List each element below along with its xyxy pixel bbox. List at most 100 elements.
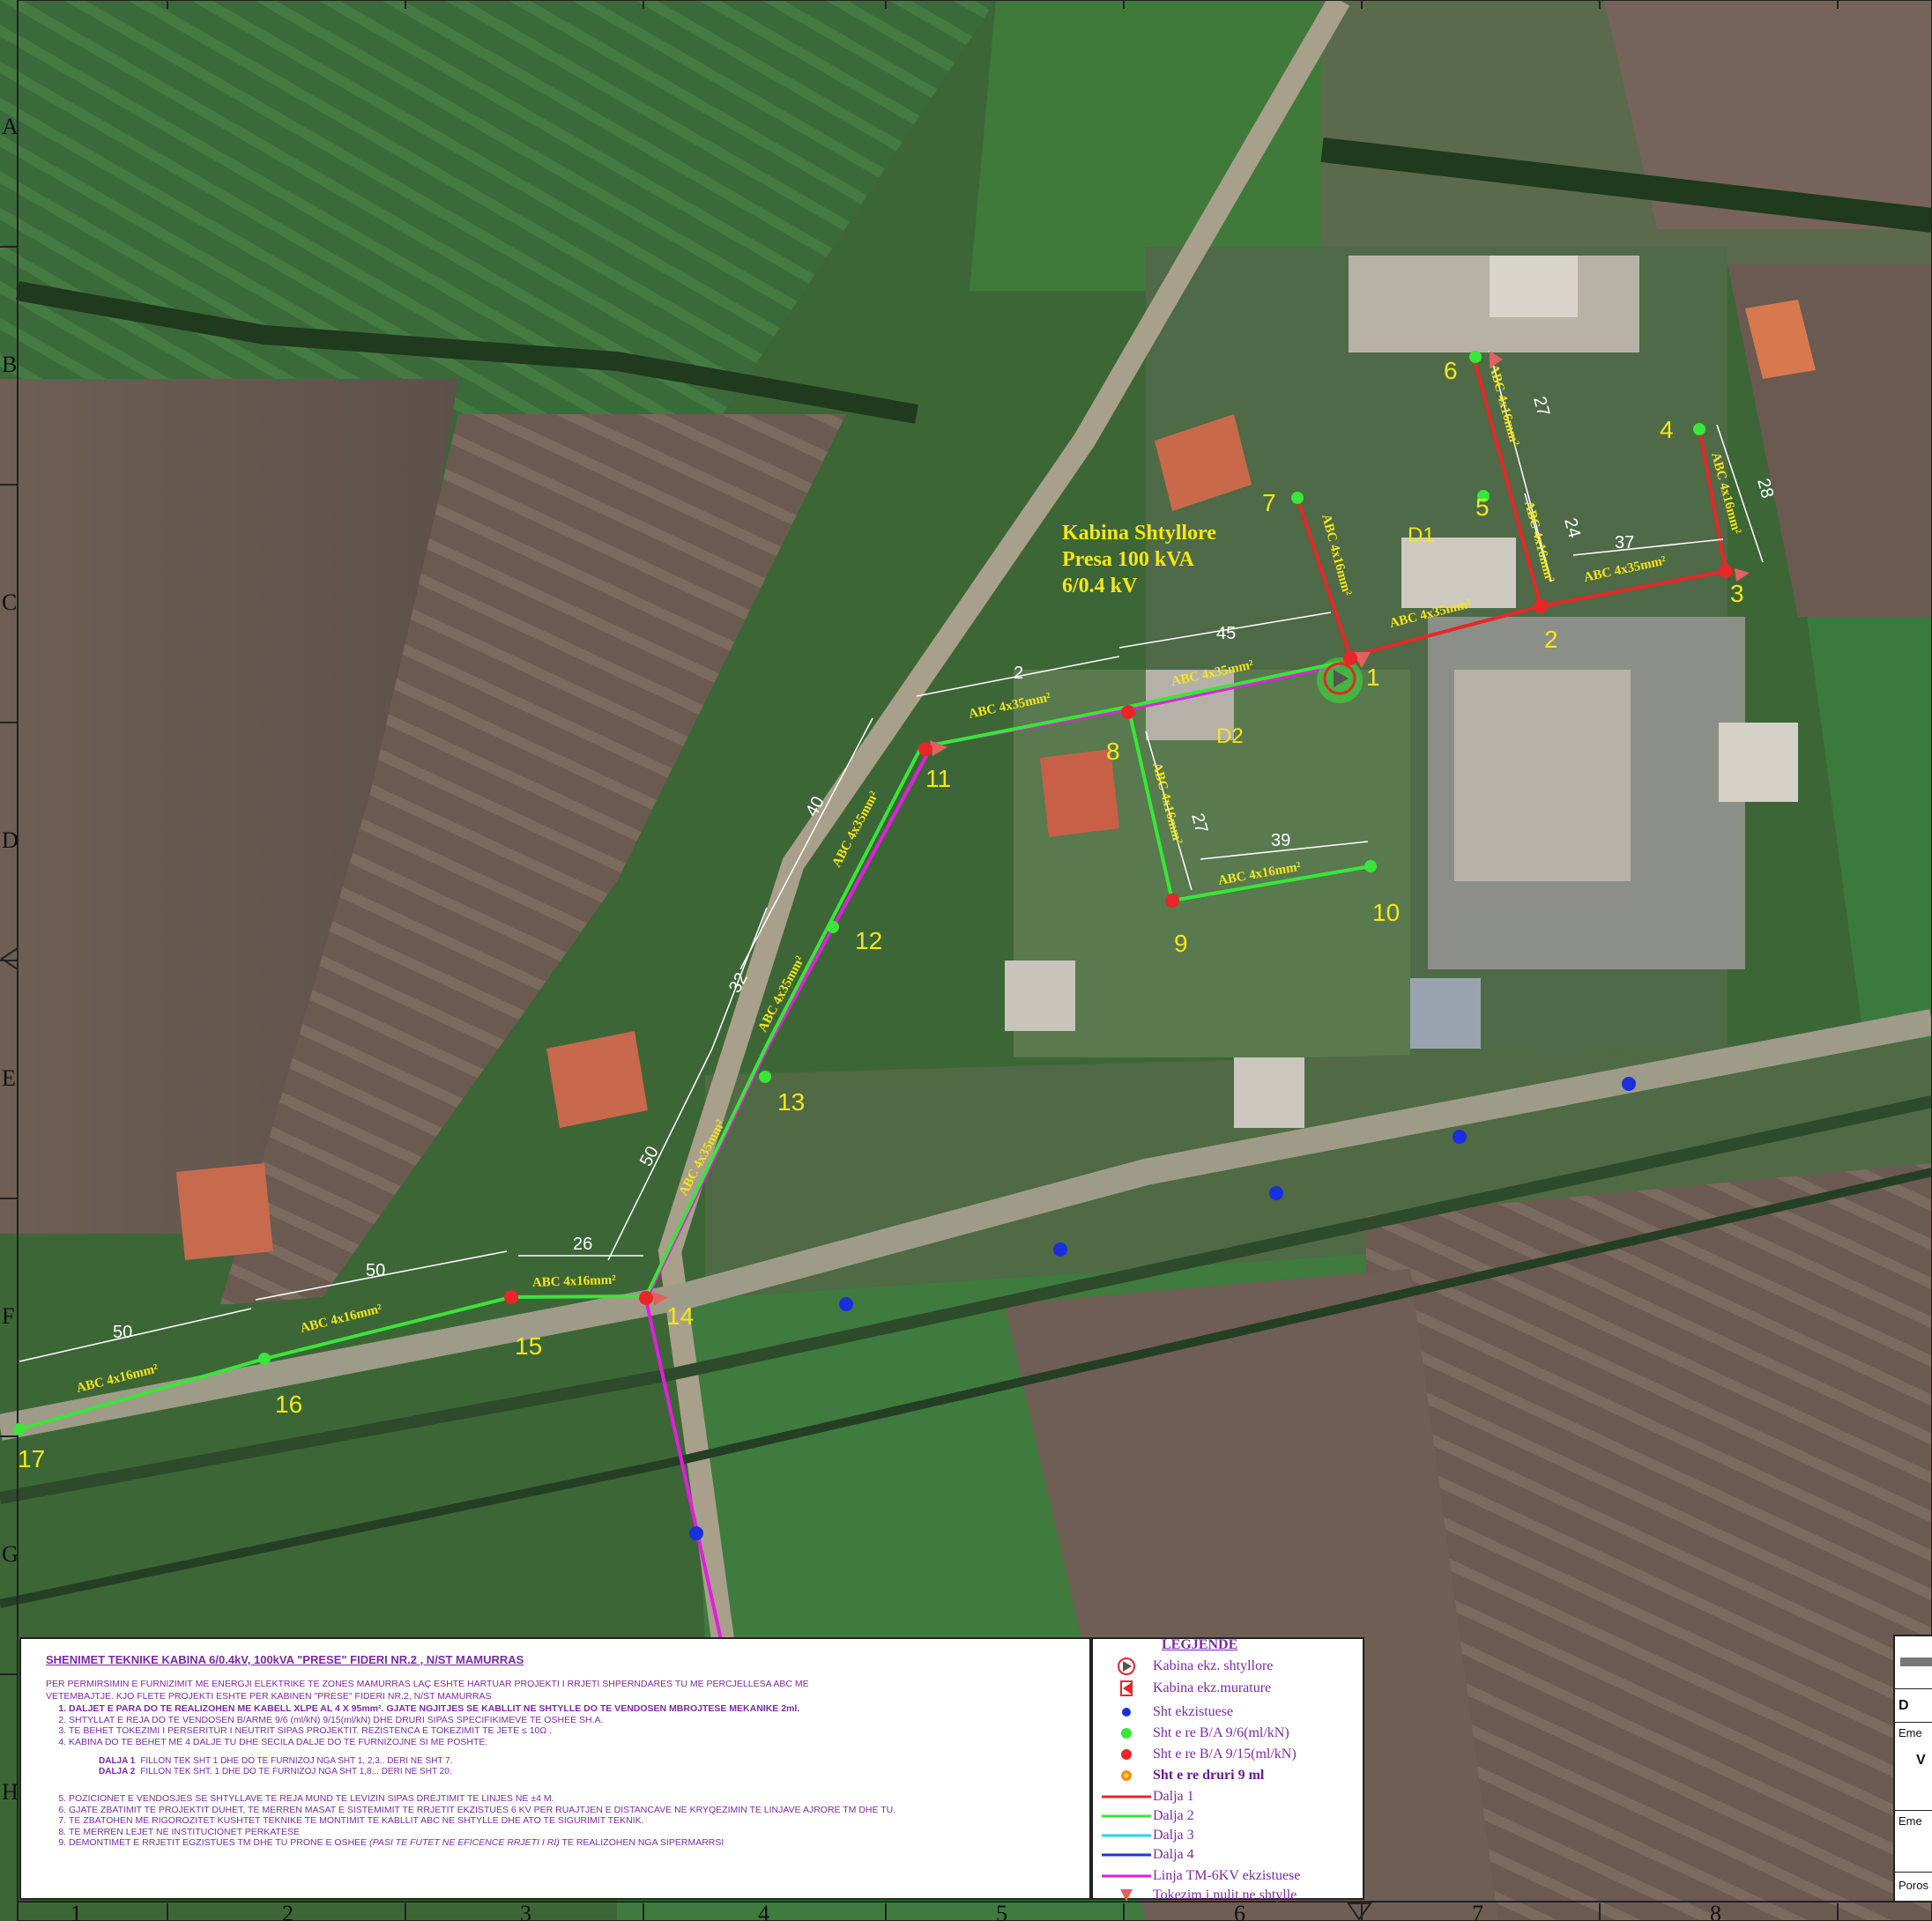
column-label: 7 — [1472, 1901, 1483, 1921]
notes-intro: PER PERMIRSIMIN E FURNIZIMIT ME ENERGJI … — [46, 1679, 809, 1689]
dalja-4-line-icon — [1100, 1845, 1153, 1865]
distance-label: 50 — [366, 1261, 385, 1280]
pole-number: 16 — [275, 1391, 302, 1418]
column-label: 8 — [1710, 1901, 1721, 1921]
distance-label: 26 — [573, 1235, 592, 1254]
pole-numbers: 1 2 3 4 5 6 7 8 9 10 11 12 13 14 15 16 1… — [18, 357, 1744, 1472]
notes-item: TE BEHET TOKEZIMI I PERSERITUR I NEUTRIT… — [69, 1725, 1065, 1737]
pole-number: 9 — [1174, 930, 1188, 957]
title-block-cell: Poros — [1899, 1879, 1928, 1892]
tm-6kv-existing-line — [643, 664, 1341, 1649]
legend-row: Sht e re B/A 9/15(ml/kN) — [1100, 1745, 1364, 1764]
column-label: 4 — [758, 1901, 769, 1921]
legend-label: Kabina ekz. shtyllore — [1153, 1658, 1274, 1673]
pole-marker — [759, 1071, 771, 1083]
kabina-label-line: Kabina Shtyllore — [1062, 522, 1216, 545]
cable-label: ABC 4x16mm² — [532, 1273, 617, 1290]
title-block-logo — [1895, 1636, 1932, 1689]
zone-label-d2: D2 — [1216, 724, 1244, 748]
row-label: B — [2, 352, 17, 377]
pole-number: 3 — [1730, 580, 1744, 607]
notes-item: TE ZBATOHEN ME RIGOROZITET KUSHTET TEKNI… — [69, 1815, 1065, 1827]
row-labels: A B C D E F G H — [2, 114, 19, 1805]
pole-number: 2 — [1544, 626, 1558, 653]
legend-label: Linja TM-6KV ekzistuese — [1153, 1868, 1301, 1883]
dimension-lines — [19, 350, 1764, 1362]
pole-number: 7 — [1262, 489, 1276, 516]
distance-label: 37 — [1615, 533, 1634, 553]
row-label: E — [2, 1065, 16, 1091]
pole-marker — [258, 1353, 271, 1365]
distance-label: 2 — [1014, 664, 1023, 683]
grounding-symbols — [652, 351, 1750, 1306]
distance-label: 50 — [113, 1323, 132, 1342]
legend-row: Linja TM-6KV ekzistuese — [1100, 1866, 1364, 1886]
tm-line-icon — [1100, 1866, 1153, 1886]
pole-marker — [1469, 351, 1482, 363]
kabina-murature-icon — [1100, 1679, 1153, 1698]
title-block-cell: Eme V — [1895, 1723, 1932, 1811]
legend-label: Dalja 2 — [1153, 1808, 1194, 1823]
legend-row: Dalja 1 — [1100, 1787, 1364, 1806]
notes-item-part: TE REALIZOHEN NGA SIPERMARRSI — [559, 1837, 724, 1848]
notes-list: DALJET E PARA DO TE REALIZOHEN ME KABELL… — [46, 1703, 1065, 1747]
legend-label: Sht ekzistuese — [1153, 1704, 1234, 1719]
title-block-cell: Eme — [1895, 1811, 1932, 1873]
legend-row: Kabina ekz. shtyllore — [1100, 1657, 1364, 1676]
pole-marker — [1364, 860, 1377, 872]
pole-marker — [827, 921, 839, 933]
legend-row: Sht ekzistuese — [1100, 1702, 1364, 1722]
legend-label: Dalja 3 — [1153, 1828, 1194, 1843]
pole-marker — [1165, 894, 1179, 908]
legend-label: Dalja 1 — [1153, 1789, 1194, 1804]
legend-label: Sht e re B/A 9/15(ml/kN) — [1153, 1747, 1297, 1762]
legend-label: Dalja 4 — [1153, 1847, 1194, 1862]
legend-label: Kabina ekz.murature — [1153, 1680, 1272, 1695]
notes-list-continued: POZICIONET E VENDOSJES SE SHTYLLAVE TE R… — [46, 1793, 1065, 1849]
notes-item-part: (PASI TE FUTET NE EFICENCE RRJETI I RI) — [369, 1837, 560, 1848]
pole-number: 12 — [855, 927, 882, 954]
notes-item: TE MERREN LEJET NE INSTITUCIONET PERKATE… — [69, 1827, 1065, 1838]
legend-row: Sht e re druri 9 ml — [1100, 1766, 1364, 1785]
notes-item: DEMONTIMET E RRJETIT EGZISTUES TM DHE TU… — [69, 1837, 1065, 1849]
zone-label-d1: D1 — [1408, 523, 1435, 547]
title-block-cell: D — [1895, 1689, 1932, 1723]
dalja-2-line — [19, 661, 1341, 1431]
title-block-text: V — [1916, 1753, 1926, 1768]
legend-row: Dalja 4 — [1100, 1845, 1364, 1865]
notes-item-part: DEMONTIMET E RRJETIT EGZISTUES TM DHE TU… — [69, 1837, 370, 1848]
pole-marker — [1477, 490, 1490, 502]
column-label: 5 — [996, 1901, 1007, 1921]
notes-item: POZICIONET E VENDOSJES SE SHTYLLAVE TE R… — [69, 1793, 1065, 1805]
dalja-label: DALJA 2 — [99, 1767, 136, 1776]
pole-marker — [1291, 492, 1304, 504]
notes-intro: VETEMBAJTJE. KJO FLETE PROJEKTI ESHTE PE… — [46, 1691, 492, 1702]
pole-number: 10 — [1372, 899, 1400, 926]
technical-notes-panel: SHENIMET TEKNIKE KABINA 6/0.4kV, 100kVA … — [19, 1637, 1091, 1900]
row-label: D — [2, 827, 19, 853]
title-block-text: Eme — [1899, 1726, 1922, 1739]
distance-label: 45 — [1216, 624, 1236, 643]
legend-row: Dalja 3 — [1100, 1826, 1364, 1845]
new-pole-green-icon — [1100, 1724, 1153, 1743]
dalja-1-line-icon — [1100, 1787, 1153, 1806]
pole-number: 15 — [515, 1332, 542, 1360]
notes-title: SHENIMET TEKNIKE KABINA 6/0.4kV, 100kVA … — [46, 1653, 524, 1666]
dalja-text: FILLON TEK SHT 1 DHE DO TE FURNIZOJ NGA … — [140, 1756, 453, 1766]
column-label: 2 — [282, 1901, 294, 1921]
legend-label: Sht e re B/A 9/6(ml/kN) — [1153, 1725, 1289, 1740]
pole-marker — [504, 1290, 518, 1304]
pole-number: 13 — [777, 1088, 805, 1116]
dalja-1-branch — [1296, 497, 1352, 657]
notes-item: KABINA DO TE BEHET ME 4 DALJE TU DHE SEC… — [69, 1737, 1065, 1748]
new-pole-red-icon — [1100, 1745, 1153, 1764]
column-label: 6 — [1234, 1901, 1245, 1921]
pole-number: 11 — [925, 765, 951, 792]
legend-row: Dalja 2 — [1100, 1806, 1364, 1826]
legend-row: Sht e re B/A 9/6(ml/kN) — [1100, 1724, 1364, 1743]
existing-pole-icon — [1100, 1702, 1153, 1722]
kabina-shtyllore-icon — [1100, 1657, 1153, 1676]
pole-number: 6 — [1444, 357, 1458, 384]
dalja-text: FILLON TEK SHT. 1 DHE DO TE FURNIZOJ NGA… — [140, 1767, 452, 1776]
